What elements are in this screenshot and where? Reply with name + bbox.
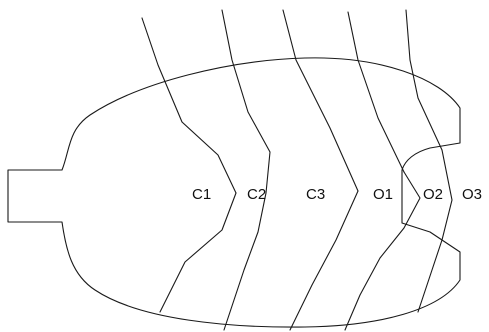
o2-upper-boundary: [405, 9, 443, 151]
label-o1: O1: [373, 186, 393, 203]
c2-lower-boundary: [223, 192, 267, 331]
label-c1: C1: [192, 186, 211, 203]
label-o3: O3: [462, 186, 482, 203]
o1-upper-boundary: [347, 11, 405, 173]
c3-lower-boundary: [289, 190, 359, 331]
o2-lower-boundary: [417, 149, 453, 313]
c1-lower-boundary: [159, 192, 237, 313]
c2-upper-boundary: [221, 9, 271, 194]
label-c2: C2: [247, 186, 266, 203]
o1-lower-boundary: [344, 171, 421, 331]
body-outline: [7, 57, 461, 328]
c1-upper-boundary: [141, 17, 237, 194]
label-c3: C3: [306, 186, 325, 203]
label-o2: O2: [423, 186, 443, 203]
c3-upper-boundary: [282, 9, 359, 192]
